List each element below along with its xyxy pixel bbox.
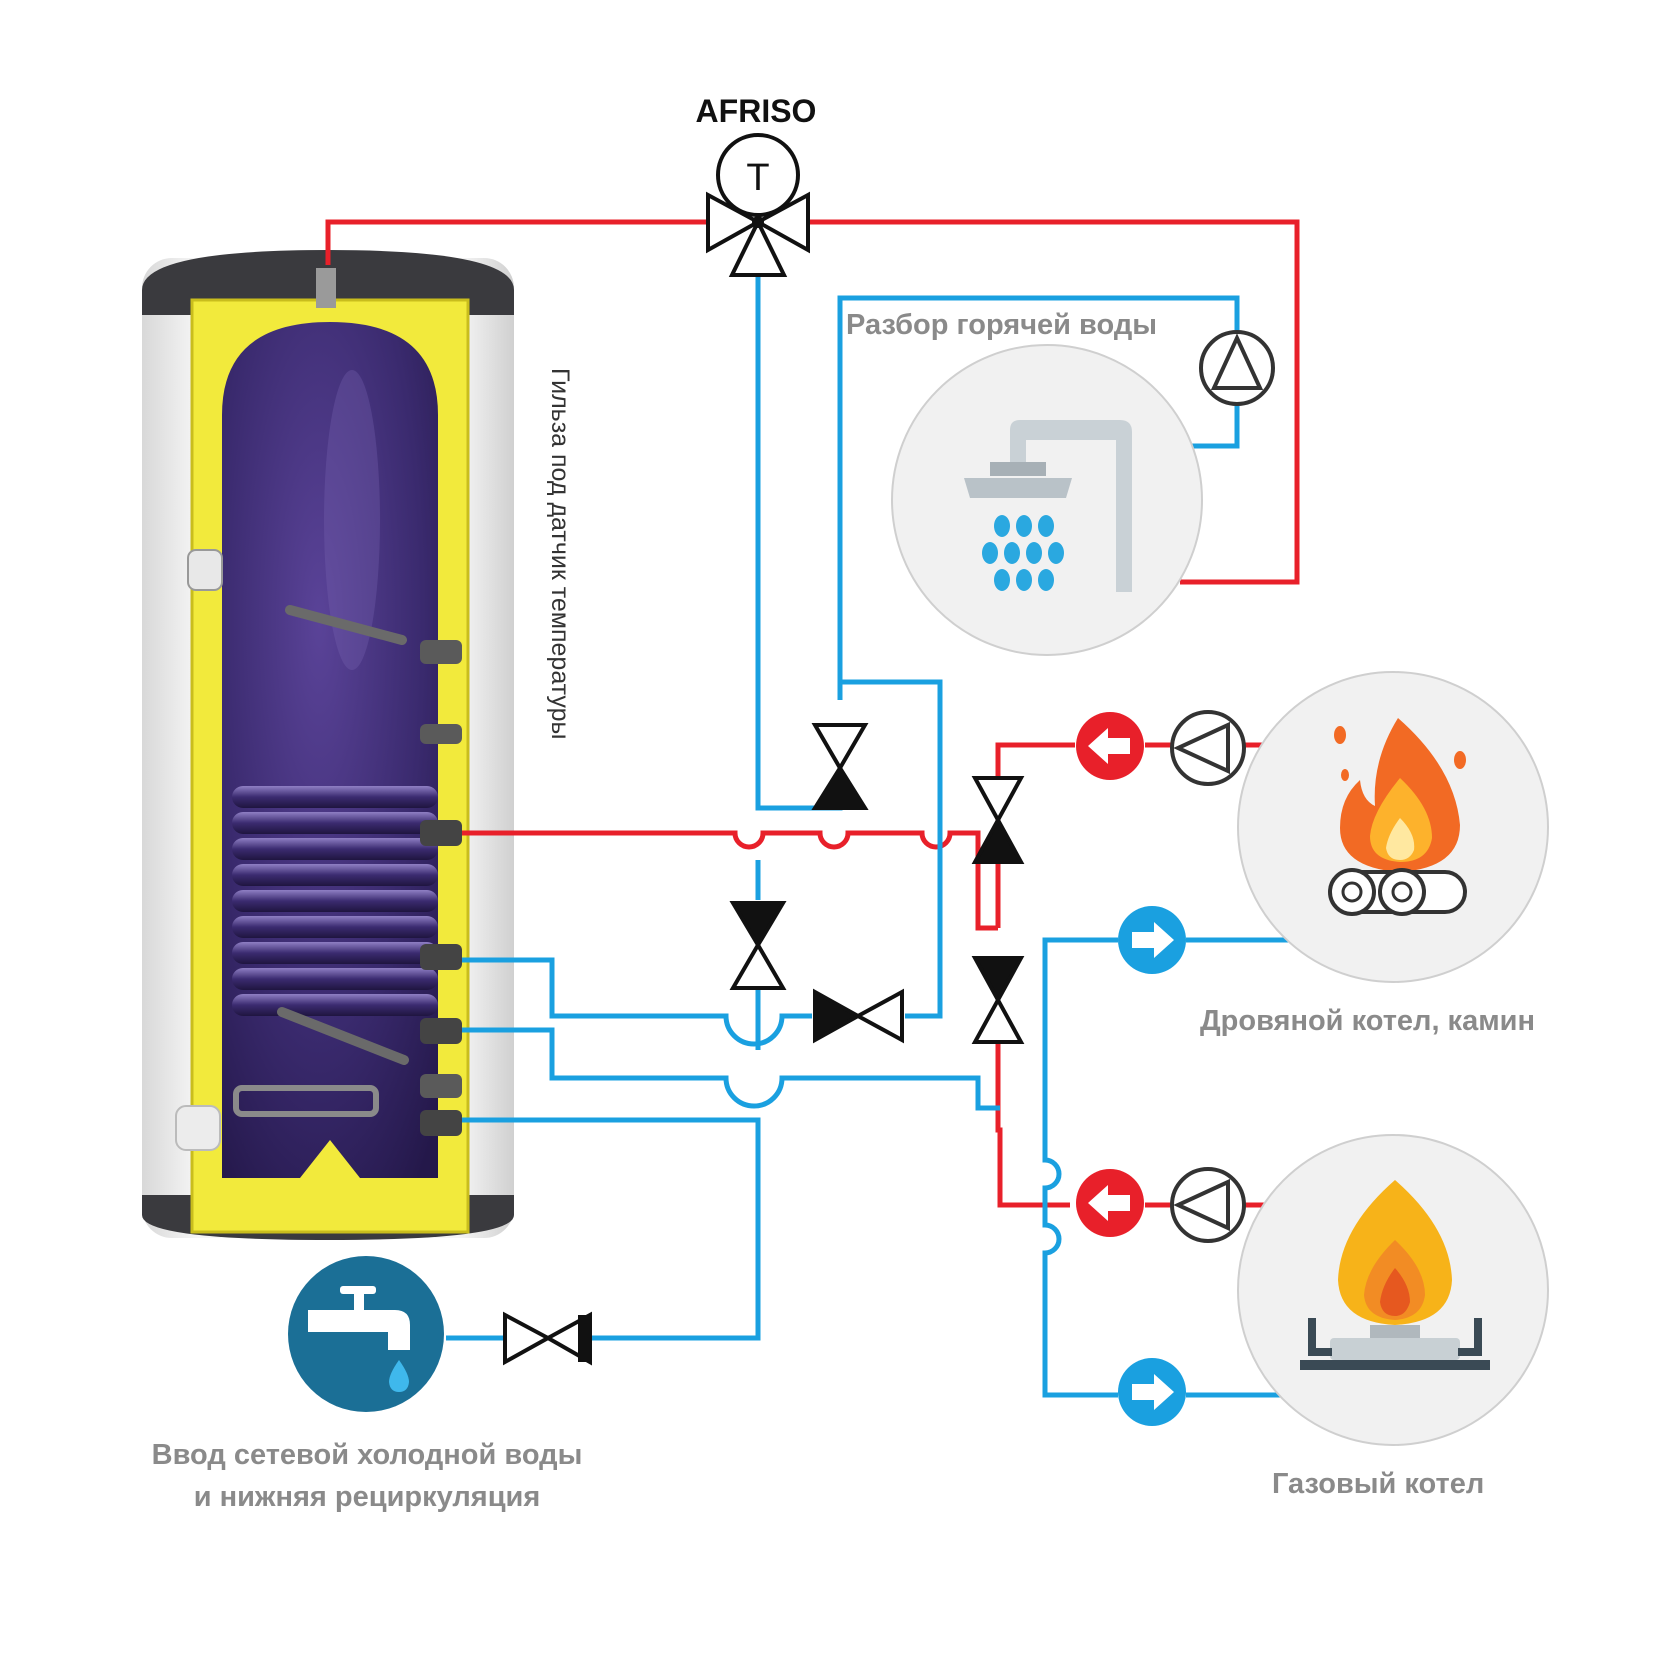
lower-sensor-sleeve xyxy=(277,1007,409,1065)
gas-hot-flow-arrow xyxy=(1076,1169,1144,1237)
wood-boiler-pump[interactable] xyxy=(1170,710,1246,786)
flow-arrow-icon xyxy=(1088,728,1130,764)
wood-hot-flow-arrow xyxy=(1076,712,1144,780)
cold-inlet-label-line2: и нижняя рециркуляция xyxy=(194,1481,541,1513)
flow-arrow-icon xyxy=(1132,1374,1174,1410)
valve-brand-label: AFRISO xyxy=(696,93,817,129)
wood-boiler-hot-pipe xyxy=(995,742,1075,928)
wood-boiler-label: Дровяной котел, камин xyxy=(1200,1005,1535,1037)
coil-return-pipe xyxy=(462,830,998,931)
cold-inlet-label-line1: Ввод сетевой холодной воды xyxy=(152,1439,583,1471)
hot-water-draw-point xyxy=(891,344,1203,656)
thermostat-symbol: T xyxy=(746,157,769,199)
hot-outlet-nozzle xyxy=(316,268,336,308)
hot-supply-loop-pipe xyxy=(798,219,1300,585)
recirculation-pump[interactable] xyxy=(1199,330,1275,406)
gas-boiler-pump[interactable] xyxy=(1170,1167,1246,1243)
water-tap-icon xyxy=(308,1286,410,1392)
tank-hot-outlet-pipe xyxy=(325,219,718,265)
pump-icon xyxy=(1210,333,1264,390)
ball-valve-cold-inlet[interactable] xyxy=(503,1311,592,1366)
recirc-top-pipe xyxy=(837,295,1240,700)
gas-cold-flow-arrow xyxy=(1118,1358,1186,1426)
pump-icon xyxy=(1173,721,1230,775)
sensor-sleeve-label: Гильза под датчик температуры xyxy=(546,368,574,740)
pump-icon xyxy=(1173,1178,1230,1232)
gas-boiler-label: Газовый котел xyxy=(1272,1468,1484,1500)
cold-water-inlet xyxy=(288,1256,444,1412)
heat-exchanger-coil xyxy=(232,786,438,1016)
gas-boiler-return-pipe xyxy=(1042,1108,1118,1398)
storage-tank xyxy=(142,250,514,1240)
ball-valve-wood-hot[interactable] xyxy=(971,776,1025,864)
flow-arrow-icon xyxy=(1132,922,1174,958)
three-way-valve[interactable]: T xyxy=(706,133,810,277)
ball-valve-gas-hot[interactable] xyxy=(971,956,1025,1044)
ball-valve-vertical-1[interactable] xyxy=(811,723,869,810)
upper-sensor-sleeve xyxy=(285,605,407,645)
flow-arrow-icon xyxy=(1088,1185,1130,1221)
bypass-pipe xyxy=(840,679,943,1019)
wood-cold-flow-arrow xyxy=(1118,906,1186,974)
coil-supply-pipe xyxy=(462,957,812,1047)
electric-heater-element xyxy=(175,1085,379,1151)
gas-boiler xyxy=(1237,1134,1549,1446)
ball-valve-vertical-2[interactable] xyxy=(729,901,787,990)
tank-ports xyxy=(187,268,462,1136)
ball-valve-horizontal-1[interactable] xyxy=(813,988,904,1044)
lower-recirc-pipe xyxy=(462,1027,1000,1111)
gas-burner-icon xyxy=(1300,1180,1490,1370)
gas-boiler-hot-pipe xyxy=(995,1030,1070,1208)
thermostat-head xyxy=(716,133,800,217)
fire-wood-icon xyxy=(1328,718,1467,916)
shower-icon xyxy=(964,420,1132,592)
wood-boiler-return-pipe xyxy=(1042,937,1118,1108)
cold-inlet-pipe xyxy=(462,1117,761,1341)
wood-boiler xyxy=(1237,671,1549,983)
hot-water-draw-label: Разбор горячей воды xyxy=(846,309,1157,341)
hot-pipes xyxy=(325,219,1300,1208)
